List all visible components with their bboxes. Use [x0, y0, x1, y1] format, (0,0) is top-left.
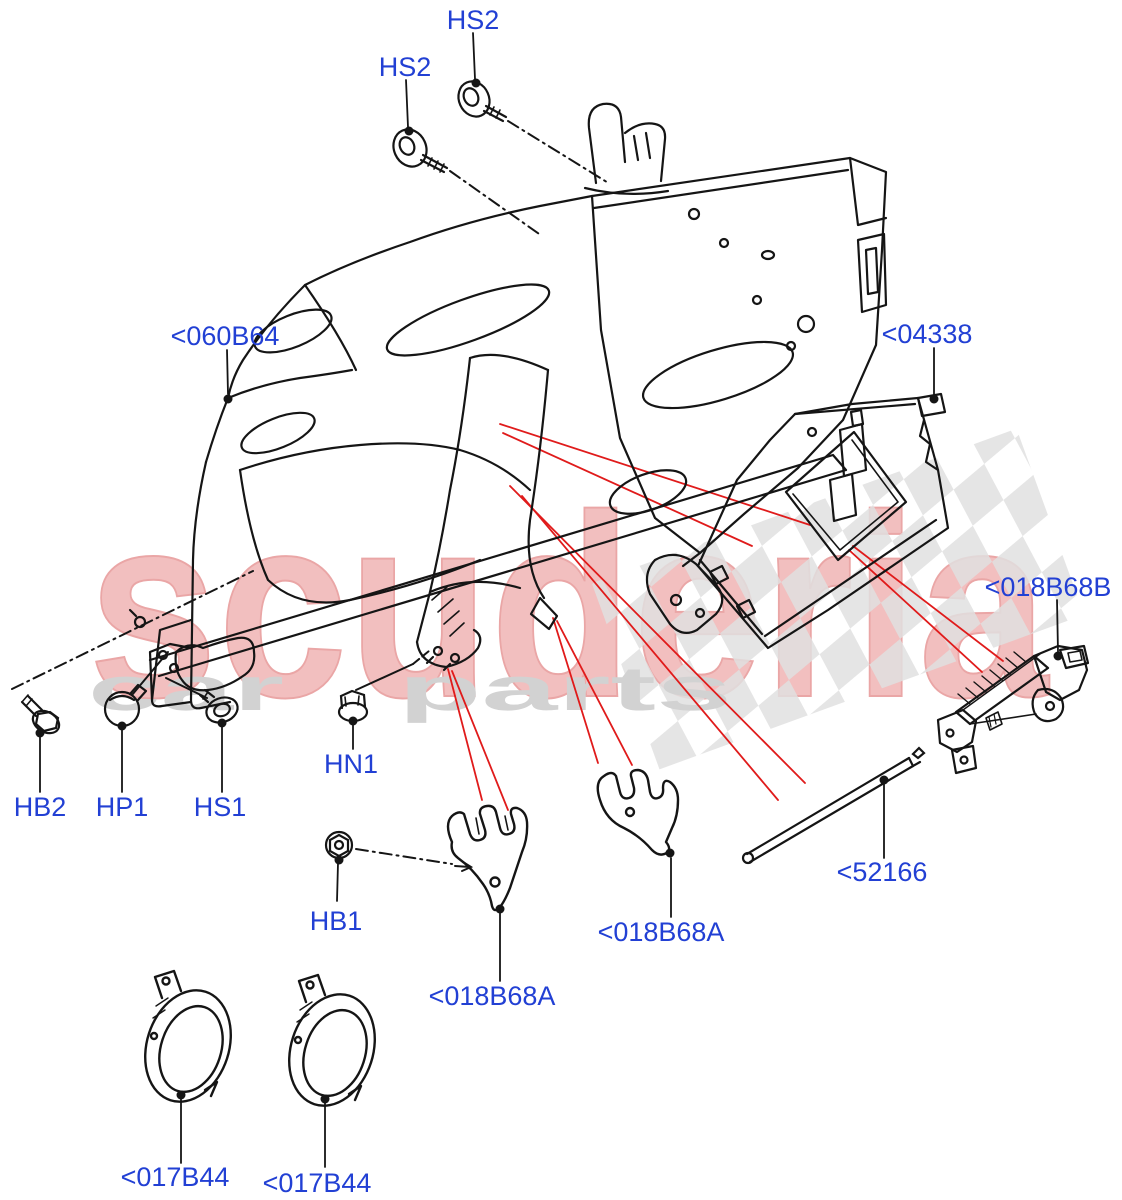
- checkered-flag-pattern: [591, 428, 1085, 770]
- part-label-hn1[interactable]: HN1: [323, 749, 379, 779]
- part-018b68a-bracket-right: [596, 768, 680, 856]
- part-label-018b68a-right[interactable]: <018B68A: [597, 917, 725, 947]
- part-label-hb1[interactable]: HB1: [309, 906, 363, 936]
- part-017b44-ring-right: [288, 973, 376, 1107]
- part-label-04338[interactable]: <04338: [881, 319, 973, 349]
- part-52166-rod: [741, 746, 926, 865]
- part-instrument-panel-frame: [128, 102, 888, 710]
- part-label-hs2-a[interactable]: HS2: [378, 52, 432, 82]
- part-label-hs2-b[interactable]: HS2: [446, 5, 500, 35]
- part-label-52166[interactable]: <52166: [836, 857, 928, 887]
- part-018b68a-bracket-left: [446, 804, 529, 912]
- fastener-hb1-bolt: [324, 830, 354, 860]
- part-label-018b68a-left[interactable]: <018B68A: [428, 981, 556, 1011]
- fastener-hs2-screw-b: [457, 80, 508, 123]
- red-pointer-lines: [447, 423, 1004, 811]
- part-label-hb2[interactable]: HB2: [13, 792, 67, 822]
- watermark-layer: scuderia car parts: [87, 428, 1085, 770]
- part-label-017b44-right[interactable]: <017B44: [262, 1168, 372, 1198]
- part-label-hs1[interactable]: HS1: [193, 792, 247, 822]
- assembly-axis-lines: [11, 120, 611, 872]
- part-label-060b64[interactable]: <060B64: [170, 321, 280, 351]
- watermark-tagline-car: car: [88, 655, 284, 724]
- fastener-hs2-screw-a: [392, 128, 449, 174]
- part-label-017b44-left[interactable]: <017B44: [120, 1162, 230, 1192]
- part-018b68b-bracket: [936, 644, 1090, 775]
- part-017b44-ring-left: [144, 969, 232, 1103]
- part-04338-panel: [696, 392, 950, 650]
- part-label-hp1[interactable]: HP1: [95, 792, 149, 822]
- label-leader-lines: [35, 32, 1063, 1168]
- part-label-018b68b[interactable]: <018B68B: [984, 572, 1112, 602]
